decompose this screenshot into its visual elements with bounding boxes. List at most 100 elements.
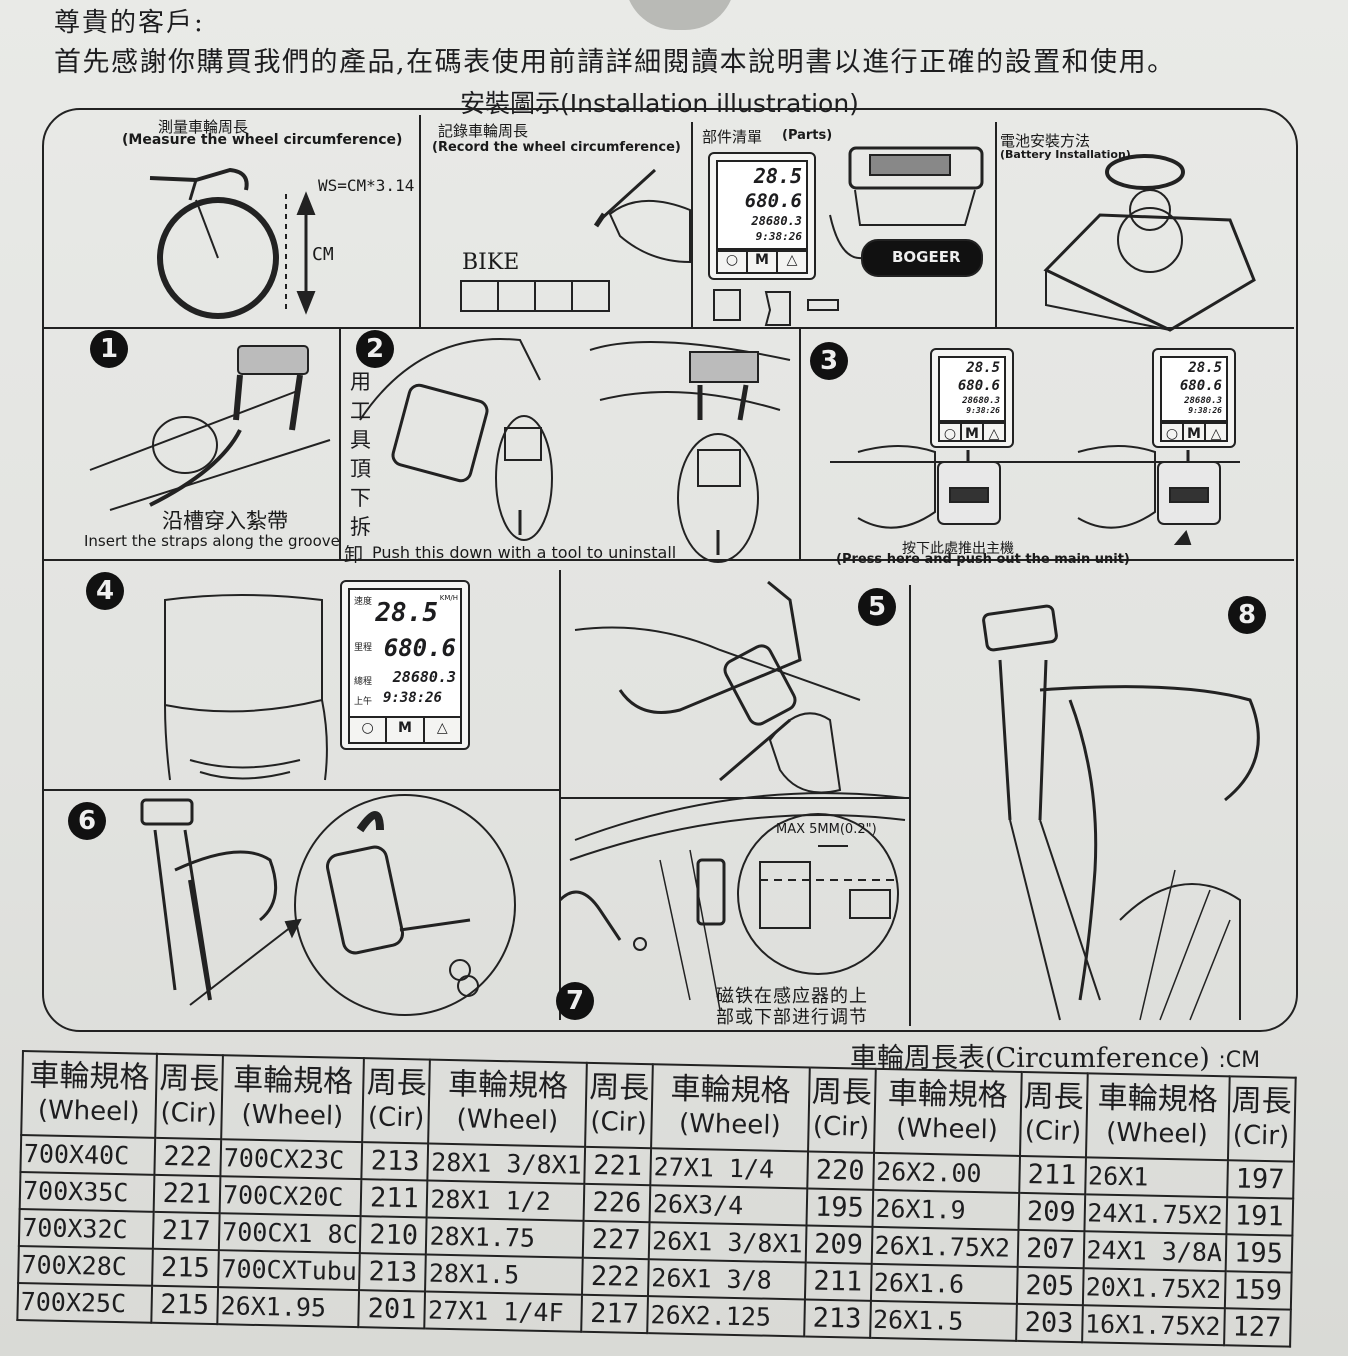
circumference-cell: 209 <box>805 1225 872 1264</box>
wheel-size-cell: 26X1 3/8 <box>647 1259 806 1300</box>
s4-dist-label: 里程 <box>354 643 373 653</box>
wheel-size-cell: 700X35C <box>19 1171 155 1212</box>
s4-speed-unit: KM/H <box>439 594 458 602</box>
circumference-cell: 213 <box>359 1253 427 1292</box>
wheel-size-cell: 700CXTubu <box>218 1250 361 1291</box>
circumference-cell: 205 <box>1016 1266 1084 1306</box>
circumference-cell: 220 <box>806 1151 874 1190</box>
circumference-cell: 211 <box>804 1262 872 1301</box>
step-3-computer-left: 28.5 680.6 28680.3 9:38:26 ○M△ <box>930 348 1014 448</box>
col-cir: 周長(Cir) <box>155 1053 223 1140</box>
mode-button: ○ <box>718 250 748 272</box>
col-cir: 周長(Cir) <box>362 1058 431 1144</box>
col-wheel: 車輪規格(Wheel) <box>428 1059 587 1147</box>
circumference-cell: 191 <box>1225 1197 1293 1236</box>
step-3-computer-right: 28.5 680.6 28680.3 9:38:26 ○M△ <box>1152 348 1236 448</box>
col-cir: 周長(Cir) <box>585 1062 653 1149</box>
wheel-size-cell: 26X1.9 <box>871 1189 1019 1230</box>
s4-time: 9:38:26 <box>382 690 442 706</box>
wheel-size-cell: 700X32C <box>18 1208 154 1249</box>
circumference-cell: 215 <box>151 1285 219 1325</box>
measure-title-cn: 測量車輪周長 <box>158 118 249 136</box>
circumference-cell: 195 <box>1225 1234 1292 1273</box>
circumference-cell: 222 <box>154 1137 222 1177</box>
parts-title-cn: 部件清單 <box>702 128 763 146</box>
circumference-cell: 221 <box>584 1146 652 1186</box>
col-wheel: 車輪規格(Wheel) <box>873 1068 1022 1156</box>
sensor-brand: BOGEER <box>892 248 961 266</box>
wheel-size-cell: 16X1.75X2 <box>1081 1305 1225 1346</box>
wheel-size-cell: 20X1.75X2 <box>1082 1268 1226 1309</box>
step-1-cn: 沿槽穿入紮帶 <box>162 509 288 533</box>
circumference-cell: 201 <box>358 1290 426 1329</box>
step-2-number: 2 <box>356 330 394 368</box>
wheel-size-cell: 26X2.00 <box>872 1152 1020 1193</box>
s3r-distance: 680.6 <box>1179 378 1222 394</box>
circumference-cell: 195 <box>805 1188 873 1227</box>
step-7-number: 7 <box>556 982 594 1020</box>
circumference-cell: 227 <box>582 1220 650 1260</box>
step-4-number: 4 <box>86 572 124 610</box>
wheel-size-cell: 26X2.125 <box>647 1296 805 1337</box>
s3l-odo: 28680.3 <box>962 396 1000 406</box>
wheel-size-cell: 26X1 <box>1084 1157 1228 1198</box>
illustration-frame <box>42 108 1298 1032</box>
circumference-cell: 159 <box>1224 1271 1292 1310</box>
s3l-speed: 28.5 <box>966 360 1000 376</box>
m-button: M <box>748 250 778 272</box>
circumference-cell: 210 <box>360 1216 428 1255</box>
step-8-number: 8 <box>1228 596 1266 634</box>
col-cir: 周長(Cir) <box>1227 1076 1296 1162</box>
s4-b2: M <box>387 718 425 742</box>
step-3-cn: 按下此處推出主機 <box>902 541 1014 557</box>
col-cir: 周長(Cir) <box>1019 1071 1088 1158</box>
step-5-number: 5 <box>858 588 896 626</box>
step-7-max: MAX 5MM(0.2") <box>776 822 877 837</box>
s3l-time: 9:38:26 <box>966 406 1000 415</box>
circumference-title: 車輪周長表(Circumference) :CM <box>850 1036 1260 1075</box>
s4-am-label: 上午 <box>354 697 373 707</box>
wheel-size-cell: 28X1 3/8X1 <box>427 1143 586 1184</box>
wheel-size-cell: 26X1.75X2 <box>871 1226 1018 1267</box>
wheel-size-cell: 26X1.6 <box>870 1263 1018 1304</box>
s3l-b2: M <box>962 424 984 442</box>
col-wheel: 車輪規格(Wheel) <box>651 1064 810 1152</box>
s3r-b3: △ <box>1210 426 1222 442</box>
wheel-size-cell: 26X1.95 <box>217 1287 360 1328</box>
wheel-size-cell: 28X1 1/2 <box>427 1180 585 1221</box>
battery-title-en: (Battery Installation) <box>1000 148 1131 161</box>
s4-odo-label: 總程 <box>354 677 373 687</box>
wheel-size-cell: 26X3/4 <box>649 1185 807 1226</box>
wheel-size-cell: 700X28C <box>18 1245 153 1286</box>
circumference-cell: 213 <box>361 1142 429 1181</box>
col-wheel: 車輪規格(Wheel) <box>221 1055 365 1143</box>
step-2-cn-vertical: 用工具頂下拆 <box>350 370 371 539</box>
wheel-size-cell: 700X25C <box>17 1282 153 1323</box>
circumference-cell: 217 <box>581 1294 648 1334</box>
bike-label: BIKE <box>462 250 520 275</box>
wheel-size-cell: 26X1 3/8X1 <box>648 1222 806 1263</box>
measure-title-en: (Measure the wheel circumference) <box>122 132 403 148</box>
cm-label: CM <box>312 244 334 265</box>
step-1-number: 1 <box>90 330 128 368</box>
step-2-cn-last: 卸 <box>344 544 364 566</box>
step-3-number: 3 <box>810 342 848 380</box>
formula: WS=CM*3.14 <box>318 176 415 195</box>
wheel-size-cell: 700CX20C <box>219 1176 362 1217</box>
s4-odo: 28680.3 <box>392 668 456 686</box>
step-1-en: Insert the straps along the groove <box>84 532 340 550</box>
record-title-cn: 記錄車輪周長 <box>438 122 529 140</box>
circumference-cell: 211 <box>361 1179 428 1218</box>
lcd-odo: 28680.3 <box>751 214 802 228</box>
circumference-cell: 211 <box>1018 1155 1086 1195</box>
circumference-cell: 226 <box>583 1183 651 1223</box>
parts-title-en: (Parts) <box>782 128 833 143</box>
wheel-size-cell: 24X1.75X2 <box>1083 1194 1227 1235</box>
s4-b3: △ <box>436 720 448 736</box>
wheel-size-cell: 27X1 1/4F <box>424 1291 582 1332</box>
lcd-time: 9:38:26 <box>755 230 802 243</box>
step-7-cn-2: 部或下部进行调节 <box>716 1007 868 1028</box>
set-button: △ <box>786 252 798 268</box>
